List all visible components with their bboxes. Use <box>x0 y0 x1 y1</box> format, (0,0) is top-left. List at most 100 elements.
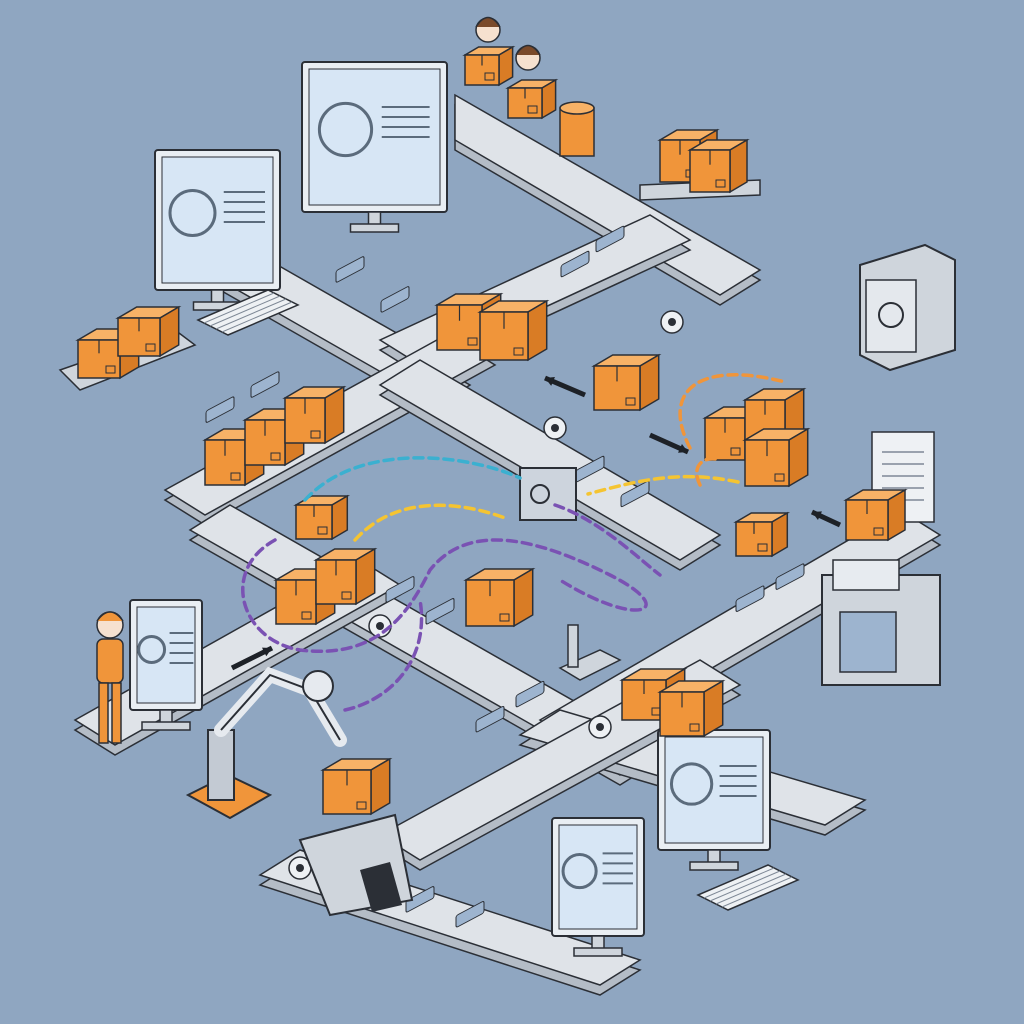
belt-pad <box>455 900 485 928</box>
monitor-base <box>573 947 623 957</box>
belt-pad <box>385 576 415 603</box>
belt-pad <box>205 396 235 423</box>
flow-path-yellow <box>586 474 740 496</box>
roller-icon <box>588 715 612 739</box>
package-label <box>715 179 726 188</box>
belt-pad <box>775 563 805 590</box>
package-layer <box>75 45 908 816</box>
package-label <box>270 452 281 461</box>
scale-plate <box>558 649 622 681</box>
package-label <box>730 447 741 456</box>
keyboard-row <box>721 876 793 908</box>
roller-hub <box>668 318 676 326</box>
package-label <box>513 347 524 356</box>
safe-dial <box>878 302 904 328</box>
arrow-head <box>678 444 688 453</box>
flow-path-yellow <box>353 503 507 542</box>
belt-top <box>454 93 762 296</box>
monitor-base <box>141 721 191 731</box>
robot-limb-outline <box>220 673 341 741</box>
safe-dial <box>530 484 550 504</box>
package-icon <box>843 488 908 542</box>
flow-path-orange <box>678 373 787 450</box>
screen-dial <box>561 853 598 890</box>
press-opening <box>360 862 402 912</box>
screen-dial <box>669 762 714 806</box>
package-label <box>317 526 328 535</box>
package-icon <box>657 679 726 738</box>
worker-icon <box>96 611 124 744</box>
keyboard-row <box>203 292 275 324</box>
package-icon <box>591 353 662 412</box>
keyboard-icon <box>196 289 300 336</box>
monitor-icon <box>551 817 645 957</box>
flow-paths <box>241 373 787 712</box>
belt-pad <box>380 286 410 313</box>
spool-top <box>559 101 595 115</box>
package-front <box>77 339 121 379</box>
kiosk-keypad <box>832 559 900 591</box>
package-icon <box>293 494 351 541</box>
worker-hair <box>515 44 541 56</box>
keyboard-row <box>703 867 775 899</box>
package-label <box>484 72 495 81</box>
safe-icon <box>859 243 956 372</box>
worker-hair <box>475 16 501 28</box>
kiosk-panel <box>839 611 897 673</box>
monitor-icon <box>657 729 771 871</box>
worker-torso <box>96 638 124 684</box>
arrow-head <box>545 377 555 386</box>
belt-pad <box>515 680 545 708</box>
kiosk-icon <box>821 559 941 686</box>
package-icon <box>477 299 550 362</box>
keyboard-row <box>215 298 287 330</box>
belt-pad <box>425 598 455 625</box>
package-side <box>527 299 548 362</box>
package-icon <box>115 305 182 358</box>
package-icon <box>282 385 347 445</box>
package-label <box>757 543 768 552</box>
belt-pad <box>560 250 590 278</box>
conveyor-center-diagonal <box>378 359 722 571</box>
people-layer <box>96 16 541 744</box>
package-label <box>230 472 241 481</box>
keyboard-body <box>196 289 300 336</box>
package-label <box>105 365 116 374</box>
worker-leg <box>98 682 109 744</box>
monitor-screen <box>664 736 764 844</box>
package-icon <box>462 45 516 87</box>
screen-dial <box>137 635 167 664</box>
roller-hub <box>376 622 384 630</box>
monitor-base <box>349 223 400 233</box>
package-icon <box>313 547 378 606</box>
robot-joint <box>302 670 334 702</box>
roller-icon <box>368 614 392 638</box>
worker-leg <box>111 682 122 744</box>
safe-door <box>865 279 917 353</box>
flow-path-cyan <box>303 456 522 502</box>
package-label <box>873 527 884 536</box>
package-label <box>310 430 321 439</box>
package-label <box>341 591 352 600</box>
roller-icon <box>660 310 684 334</box>
keyboard-row <box>221 301 293 333</box>
belt-top <box>378 359 722 561</box>
roller-icon <box>543 416 567 440</box>
roller-hub <box>296 864 304 872</box>
keyboard-row <box>709 870 781 902</box>
robot-column <box>207 729 235 801</box>
package-label <box>625 397 636 406</box>
package-label <box>499 613 510 622</box>
monitor-screen <box>558 824 638 930</box>
robot-arm-icon <box>185 666 347 820</box>
worker-icon <box>475 16 501 43</box>
arrow-head <box>812 511 822 521</box>
spool-body <box>559 107 595 157</box>
scale-post <box>567 624 579 668</box>
package-label <box>301 611 312 620</box>
monitor-icon <box>301 61 448 233</box>
roller-hub <box>551 424 559 432</box>
keyboard-row <box>209 295 281 327</box>
belt-pad <box>735 585 765 612</box>
arrow-head <box>262 647 272 657</box>
